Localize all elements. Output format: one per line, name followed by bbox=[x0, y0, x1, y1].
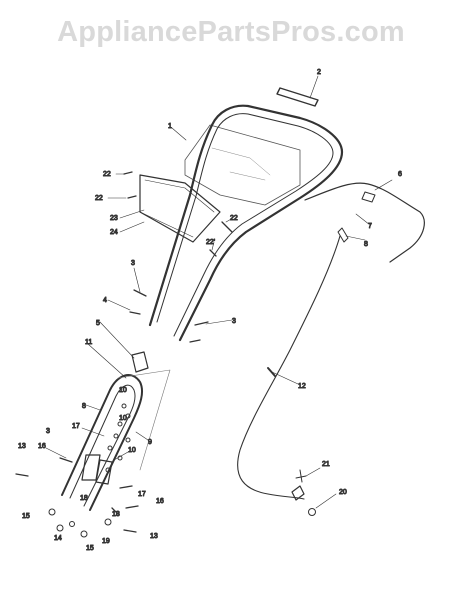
callout-7: 7 bbox=[368, 223, 372, 230]
callout-17a: 17 bbox=[72, 423, 80, 430]
leader bbox=[309, 75, 319, 99]
upper-handle bbox=[148, 104, 344, 342]
callout-16a: 16 bbox=[38, 443, 46, 450]
upper-handle-inner bbox=[156, 113, 334, 337]
handle-grip bbox=[276, 87, 319, 107]
nut-group bbox=[48, 403, 131, 538]
callout-15a: 15 bbox=[22, 513, 30, 520]
leader bbox=[315, 493, 337, 509]
bracket-5 bbox=[131, 351, 149, 373]
lower-handle-shadow bbox=[117, 369, 171, 471]
callout-11: 11 bbox=[85, 339, 92, 346]
callout-3b: 3 bbox=[232, 318, 236, 325]
bolt-group bbox=[15, 171, 233, 533]
bracket-10b bbox=[95, 459, 113, 485]
callout-6: 6 bbox=[398, 171, 402, 178]
callout-4: 4 bbox=[103, 297, 107, 304]
leader bbox=[271, 371, 299, 385]
leader bbox=[345, 235, 366, 241]
console-plate bbox=[139, 174, 221, 243]
callout-8b: 8 bbox=[82, 403, 86, 410]
callout-13b: 13 bbox=[150, 533, 158, 540]
callout-5: 5 bbox=[96, 320, 100, 327]
leader bbox=[305, 467, 321, 477]
callout-19: 19 bbox=[102, 538, 110, 545]
callout-8a: 8 bbox=[364, 241, 368, 248]
callout-22prime: 22' bbox=[206, 239, 215, 246]
callout-9: 9 bbox=[148, 439, 152, 446]
callout-10c: 10 bbox=[128, 447, 136, 454]
callout-15b: 15 bbox=[86, 545, 94, 552]
console-plate-edge bbox=[139, 179, 215, 238]
catcher-shade bbox=[211, 147, 271, 181]
cable-end-fitting bbox=[291, 485, 305, 501]
callout-10a: 10 bbox=[119, 387, 127, 394]
callout-1: 1 bbox=[168, 123, 172, 130]
callout-22a: 22 bbox=[103, 171, 111, 178]
control-cable bbox=[304, 182, 425, 263]
callout-20: 20 bbox=[339, 489, 347, 496]
callout-22c: 22 bbox=[230, 215, 238, 222]
site-watermark: AppliancePartsPros.com bbox=[57, 16, 405, 48]
callout-18b: 18 bbox=[112, 511, 120, 518]
cable-clip bbox=[337, 227, 349, 243]
callout-3a: 3 bbox=[131, 260, 135, 267]
callout-14: 14 bbox=[54, 535, 62, 542]
lower-handle bbox=[61, 374, 144, 511]
callout-10b: 10 bbox=[119, 415, 127, 422]
leader-group bbox=[45, 127, 234, 461]
callout-21: 21 bbox=[322, 461, 330, 468]
lower-handle-inner bbox=[69, 384, 136, 507]
catcher-outline bbox=[184, 124, 301, 206]
callout-12: 12 bbox=[298, 383, 306, 390]
drive-cable bbox=[237, 235, 341, 500]
leader bbox=[355, 213, 371, 226]
callout-13a: 13 bbox=[18, 443, 26, 450]
bolt-21 bbox=[295, 469, 307, 483]
leader bbox=[374, 179, 393, 191]
callout-3c: 3 bbox=[46, 428, 50, 435]
callout-labels: 1 2 3 3 3 4 5 6 7 8 8 9 10 10 10 11 12 1… bbox=[18, 69, 403, 553]
callout-2: 2 bbox=[317, 69, 321, 76]
callout-17b: 17 bbox=[138, 491, 146, 498]
nut-20 bbox=[308, 508, 316, 516]
callout-23: 23 bbox=[110, 215, 118, 222]
callout-18a: 18 bbox=[80, 495, 88, 502]
callout-22b: 22 bbox=[95, 195, 103, 202]
drive-cable-ferrule bbox=[267, 367, 276, 377]
callout-24: 24 bbox=[110, 229, 118, 236]
control-lever bbox=[361, 191, 376, 203]
callout-16b: 16 bbox=[156, 498, 164, 505]
